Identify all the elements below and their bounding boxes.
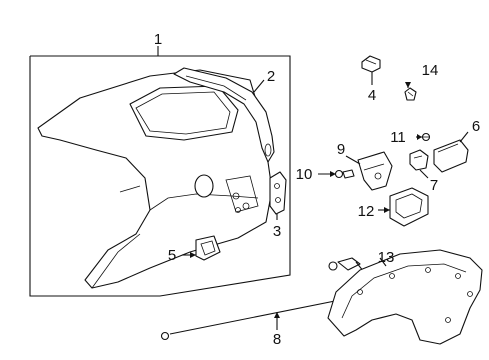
screw-drawing [421, 132, 431, 142]
actuator-drawing [357, 151, 393, 191]
callouts: 1 2 3 4 5 6 7 8 9 10 11 12 13 14 [154, 31, 480, 348]
callout-1: 1 [154, 31, 162, 48]
callout-2: 2 [267, 68, 275, 85]
callout-11: 11 [390, 129, 406, 146]
callout-7: 7 [430, 177, 438, 194]
liner-drawing [327, 249, 483, 345]
callout-3: 3 [273, 223, 281, 240]
callout-9: 9 [337, 141, 345, 158]
fuel-door-drawing [433, 139, 469, 173]
quarter-panel-drawing [37, 69, 273, 289]
bracket-drawing [269, 171, 287, 215]
grommet-drawing [404, 87, 417, 101]
callout-5: 5 [168, 247, 176, 264]
housing-drawing [195, 235, 221, 261]
hinge-drawing [409, 149, 429, 171]
assembly-frame [29, 55, 291, 297]
callout-6: 6 [472, 118, 480, 135]
rail-drawing [173, 67, 275, 163]
callout-14: 14 [422, 62, 439, 79]
callout-8: 8 [273, 331, 281, 348]
callout-12: 12 [358, 203, 375, 220]
bolt-drawing [334, 169, 355, 179]
arrowheads [190, 82, 422, 318]
pocket-drawing [389, 187, 429, 227]
callout-10: 10 [296, 166, 313, 183]
callout-4: 4 [368, 87, 376, 104]
clip-drawing [361, 55, 381, 73]
callout-13: 13 [378, 249, 395, 266]
